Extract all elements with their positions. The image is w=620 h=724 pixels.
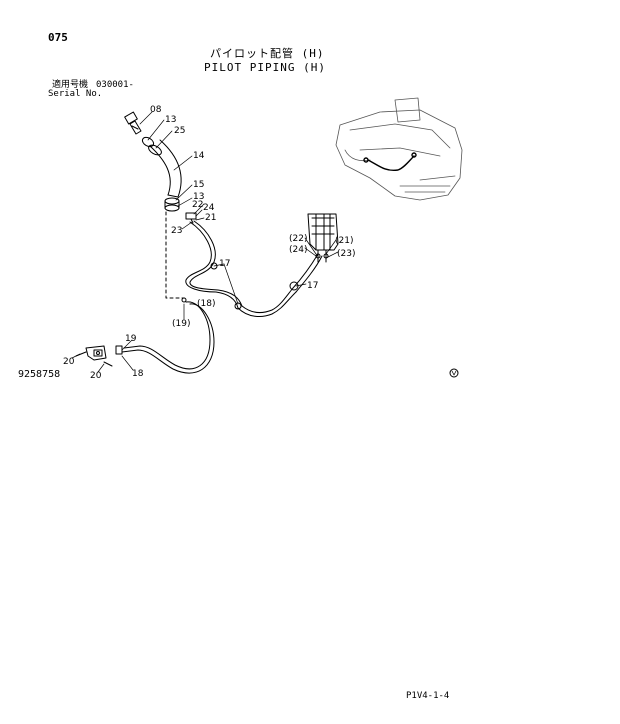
pilot-hose-main (185, 220, 323, 317)
callout-23-ref: (23) (337, 249, 355, 259)
callout-22-ref: (22) (289, 234, 307, 244)
serial-label-english: Serial No. (48, 89, 103, 99)
callout-20-left: 20 (63, 357, 75, 367)
pilot-valve-bracket (75, 345, 123, 367)
callout-21: 21 (205, 213, 216, 223)
callout-08: 08 (150, 105, 162, 115)
callout-14: 14 (193, 151, 205, 161)
callout-15: 15 (193, 180, 204, 190)
title-japanese: パイロット配管 (H) (210, 47, 325, 60)
footer-code: P1V4-1-4 (406, 691, 450, 701)
control-valve-block (307, 213, 339, 263)
serial-range: 030001- (96, 80, 134, 90)
fitting-08 (124, 111, 142, 135)
callout-21-ref: (21) (335, 236, 353, 246)
callout-18-ref: (18) (197, 299, 215, 309)
pilot-hose-19 (121, 297, 215, 374)
callout-22: 22 (192, 200, 203, 210)
clamp-15 (164, 197, 180, 212)
serial-label-japanese: 適用号機 (52, 80, 89, 90)
callout-20-bottom: 20 (90, 371, 102, 381)
callout-17-right: 17 (307, 281, 318, 291)
page-number: 075 (48, 31, 68, 44)
callout-24-ref: (24) (289, 245, 307, 255)
leader-lines (71, 111, 339, 373)
callout-18: 18 (132, 369, 144, 379)
callout-25: 25 (174, 126, 185, 136)
drawing-number: 9258758 (18, 369, 61, 380)
callout-13-lower: 13 (193, 192, 204, 202)
clamp-17 (210, 262, 299, 310)
machine-pilot-route (363, 152, 417, 172)
reference-mark (449, 368, 459, 378)
title-english: PILOT PIPING (H) (204, 61, 326, 74)
callout-23: 23 (171, 226, 182, 236)
callout-17-left: 17 (219, 259, 230, 269)
dashed-route-line (165, 211, 185, 299)
callout-13-upper: 13 (165, 115, 176, 125)
callout-19-ref: (19) (172, 319, 190, 329)
callout-24: 24 (203, 203, 215, 213)
clamp-13-upper (141, 136, 162, 156)
callout-19: 19 (125, 334, 137, 344)
machine-sketch (335, 97, 463, 201)
